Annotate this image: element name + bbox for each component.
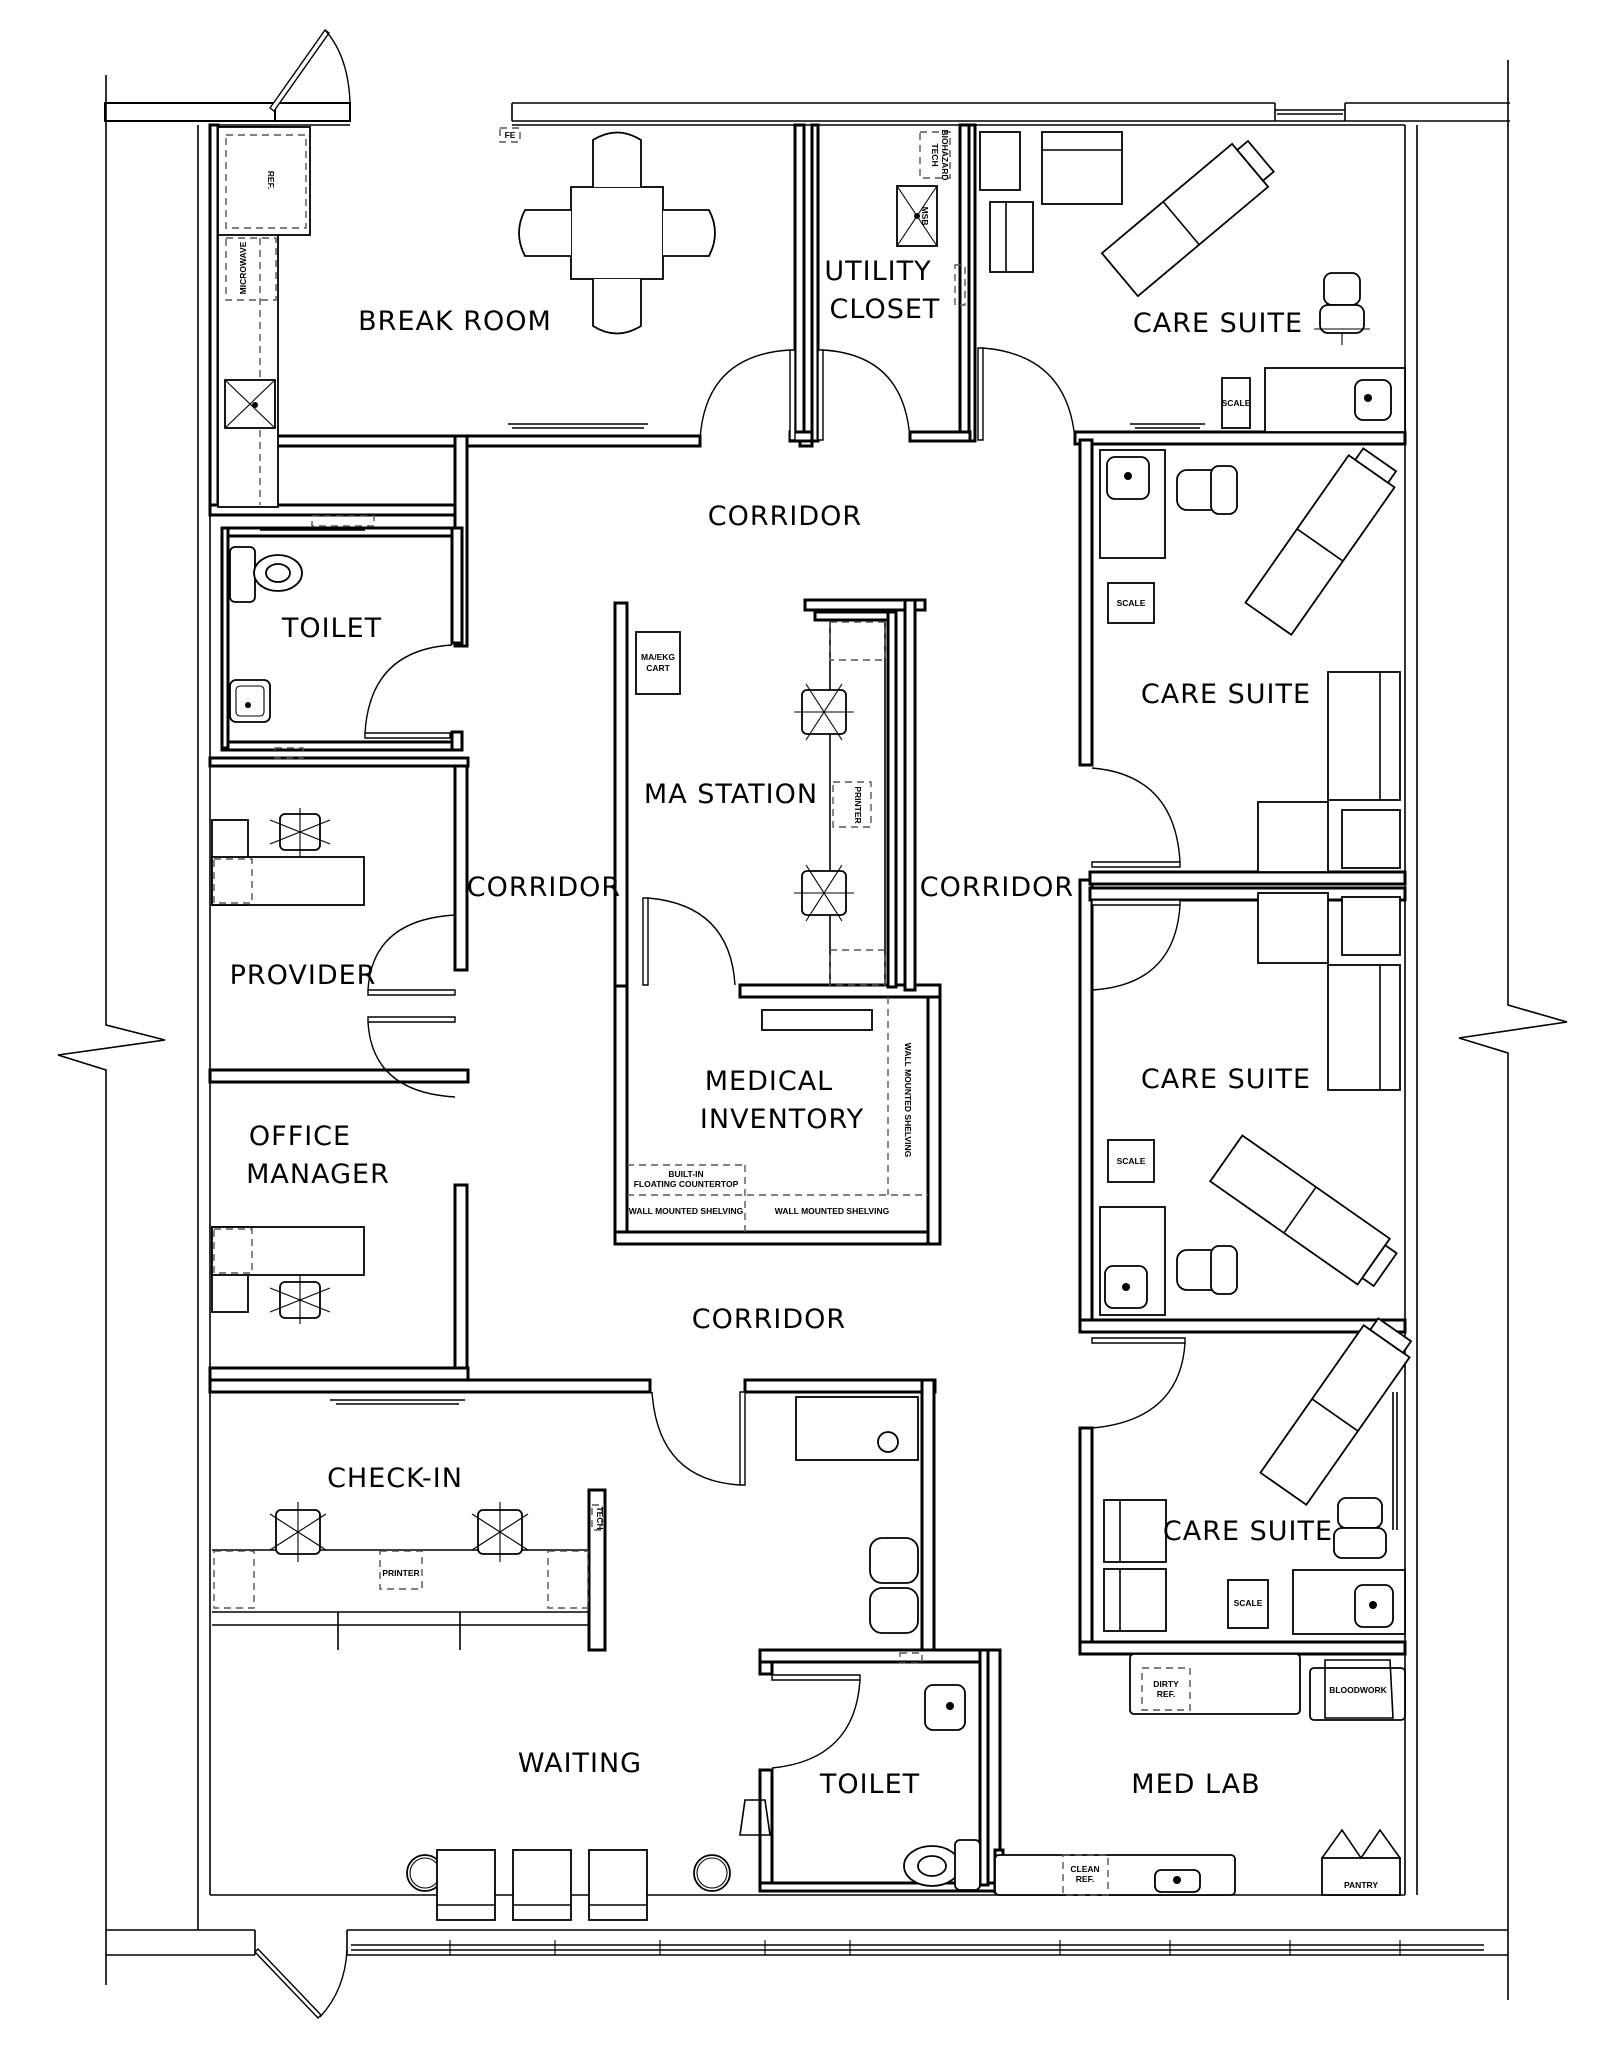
dirty-ref-label-line2: REF. (1157, 1689, 1175, 1699)
room-label-toilet-bottom: TOILET (819, 1769, 920, 1800)
built-in-label-line1: BUILT-IN (668, 1169, 703, 1179)
room-label-utility-closet-1: UTILITY (824, 256, 931, 287)
bloodwork-label: BLOODWORK (1329, 1685, 1387, 1695)
care-suite-3-door[interactable] (1091, 899, 1181, 991)
msb-label: MSB (920, 207, 930, 226)
microwave-label: MICROWAVE (238, 241, 248, 294)
tech-biohazard-label-line2: BIOHAZARD (940, 130, 950, 181)
break-room-door[interactable] (699, 349, 796, 441)
office-manager-furniture (211, 1226, 365, 1324)
wall-shelving-label-3: WALL MOUNTED SHELVING (903, 1043, 913, 1158)
built-in-label-line2: FLOATING COUNTERTOP (634, 1179, 739, 1189)
interior-doors (364, 347, 1186, 1769)
wall-shelving-label-1: WALL MOUNTED SHELVING (629, 1206, 744, 1216)
tech-label: TECH (595, 1506, 605, 1529)
break-room-kitchen: REF. MICROWAVE (217, 126, 311, 508)
provider-door[interactable] (367, 914, 456, 996)
tech-biohazard-label-line1: TECH (930, 143, 940, 166)
ma-ekg-cart-label-line2: CART (646, 663, 670, 673)
check-in-door[interactable] (651, 1391, 746, 1486)
room-label-utility-closet-2: CLOSET (830, 294, 941, 325)
room-label-toilet-top: TOILET (281, 613, 382, 644)
room-label-check-in: CHECK-IN (327, 1463, 463, 1494)
provider-office-furniture (211, 808, 365, 906)
printer-label-ma: PRINTER (853, 786, 863, 823)
room-label-office-manager-2: MANAGER (246, 1159, 390, 1190)
fire-extinguisher-label: FE (505, 130, 516, 140)
care-suite-4-furniture: SCALE (1103, 1317, 1413, 1635)
corridor-storage (795, 1396, 919, 1634)
care-suite-1-furniture: SCALE (979, 131, 1406, 433)
medical-inventory-door[interactable] (642, 897, 736, 986)
printer-label-checkin: PRINTER (382, 1568, 419, 1578)
room-labels: BREAK ROOM UTILITY CLOSET CARE SUITE COR… (230, 256, 1333, 1800)
scale-label-3: SCALE (1117, 1156, 1146, 1166)
medical-inventory-furniture: BUILT-IN FLOATING COUNTERTOP WALL MOUNTE… (627, 997, 928, 1232)
ref-label: REF. (266, 171, 276, 189)
ma-station-furniture: MA/EKG CART PRINTER (635, 621, 886, 986)
ma-ekg-cart-label-line1: MA/EKG (641, 652, 675, 662)
room-label-corridor-left: CORRIDOR (467, 872, 621, 903)
room-label-corridor-bottom: CORRIDOR (692, 1304, 846, 1335)
break-room-table (518, 131, 716, 335)
toilet-top-door[interactable] (364, 644, 453, 739)
scale-label-4: SCALE (1234, 1598, 1263, 1608)
clean-ref-label-line2: REF. (1076, 1874, 1094, 1884)
room-label-office-manager-1: OFFICE (249, 1121, 351, 1152)
utility-closet-fixtures: TECH BIOHAZARD MSB (896, 130, 966, 306)
check-in-furniture: PRINTER TECH (212, 1399, 605, 1650)
room-label-medical-inventory-2: INVENTORY (700, 1104, 864, 1135)
utility-closet-door[interactable] (817, 349, 911, 441)
room-label-care-suite-1: CARE SUITE (1133, 308, 1303, 339)
med-lab-furniture: DIRTY REF. BLOODWORK CLEAN REF. PANTRY (994, 1653, 1406, 1896)
room-label-medical-inventory-1: MEDICAL (705, 1066, 833, 1097)
room-label-corridor-right: CORRIDOR (920, 872, 1074, 903)
room-label-med-lab: MED LAB (1131, 1769, 1260, 1800)
bottom-entry-door[interactable] (254, 1947, 348, 2020)
care-suite-3-furniture: SCALE (1099, 892, 1401, 1316)
room-label-provider: PROVIDER (230, 960, 377, 991)
waiting-furniture (406, 1849, 731, 1921)
toilet-bottom-door[interactable] (771, 1674, 861, 1769)
care-suite-1-door[interactable] (977, 347, 1076, 441)
care-suite-2-furniture: SCALE (1099, 447, 1401, 873)
room-label-break-room: BREAK ROOM (358, 306, 552, 337)
room-label-ma-station: MA STATION (644, 779, 818, 810)
wall-shelving-label-2: WALL MOUNTED SHELVING (775, 1206, 890, 1216)
scale-label-1: SCALE (1222, 398, 1251, 408)
dirty-ref-label-line1: DIRTY (1153, 1679, 1179, 1689)
room-label-care-suite-4: CARE SUITE (1163, 1516, 1333, 1547)
clean-ref-label-line1: CLEAN (1070, 1864, 1099, 1874)
room-label-corridor-top: CORRIDOR (708, 501, 862, 532)
room-label-care-suite-2: CARE SUITE (1141, 679, 1311, 710)
care-suite-2-door[interactable] (1091, 767, 1181, 868)
top-entry-door[interactable] (269, 29, 351, 119)
scale-label-2: SCALE (1117, 598, 1146, 608)
toilet-top-fixtures (229, 515, 375, 759)
care-suite-4-door[interactable] (1091, 1337, 1186, 1429)
room-label-care-suite-3: CARE SUITE (1141, 1064, 1311, 1095)
pantry-label: PANTRY (1344, 1880, 1378, 1890)
room-label-waiting: WAITING (518, 1748, 642, 1779)
toilet-bottom-fixtures (739, 1652, 981, 1891)
office-manager-door[interactable] (367, 1016, 456, 1098)
